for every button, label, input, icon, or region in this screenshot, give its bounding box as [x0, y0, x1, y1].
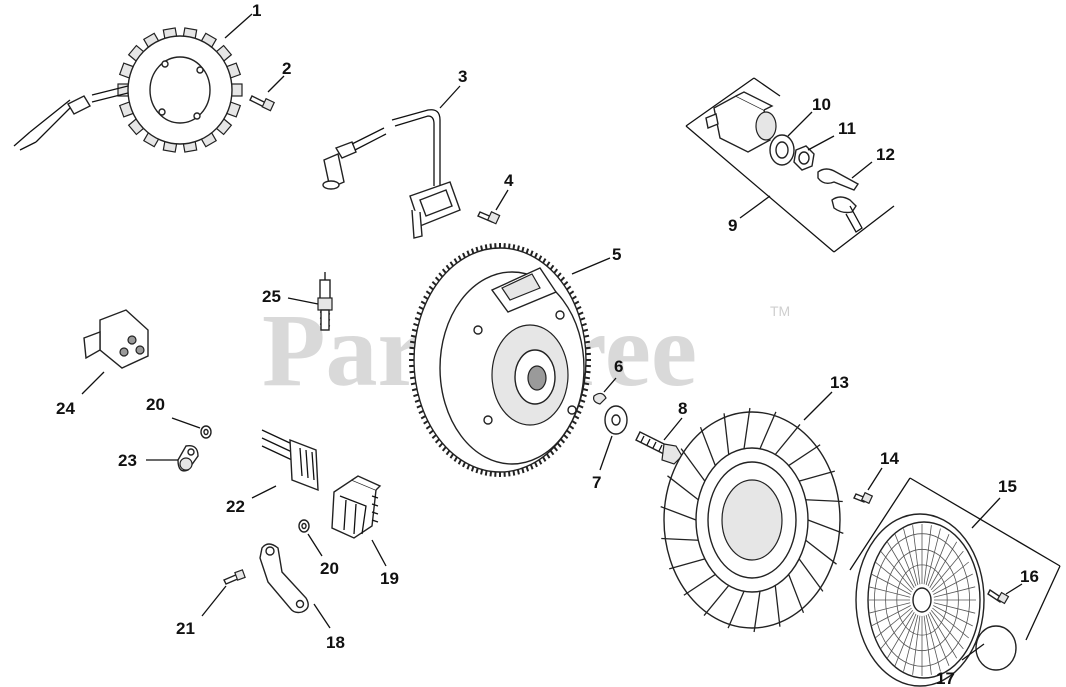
callout-20-upper[interactable]: 20 [146, 395, 165, 414]
callout-11[interactable]: 11 [838, 119, 856, 138]
callout-5[interactable]: 5 [612, 245, 621, 264]
part-wiring-harness[interactable] [261, 429, 319, 492]
watermark-trademark: TM [770, 303, 790, 319]
part-fan[interactable] [660, 407, 844, 633]
part-keyswitch-kit[interactable] [685, 77, 895, 253]
callout-23[interactable]: 23 [118, 451, 137, 470]
part-screw-21[interactable] [223, 569, 246, 585]
part-washer-20b[interactable] [298, 519, 310, 533]
callout-19[interactable]: 19 [380, 569, 399, 588]
callout-24[interactable]: 24 [56, 399, 75, 418]
callout-17[interactable]: 17 [936, 669, 955, 687]
part-screw-4[interactable] [477, 210, 501, 225]
callout-labels: 1 2 3 4 5 6 7 8 9 10 11 12 13 14 15 16 1… [56, 1, 1039, 687]
part-rectifier[interactable] [331, 475, 382, 539]
part-washer-20a[interactable] [200, 425, 212, 439]
part-flywheel-bolt[interactable] [635, 431, 683, 465]
part-screw-2[interactable] [249, 95, 276, 112]
callout-25[interactable]: 25 [262, 287, 281, 306]
part-stator[interactable] [13, 27, 243, 153]
callout-10[interactable]: 10 [812, 95, 831, 114]
part-flywheel[interactable] [409, 243, 591, 477]
callout-7[interactable]: 7 [592, 473, 601, 492]
callout-13[interactable]: 13 [830, 373, 849, 392]
callout-15[interactable]: 15 [998, 477, 1017, 496]
part-washer-7[interactable] [604, 405, 628, 435]
callout-9[interactable]: 9 [728, 216, 737, 235]
callout-3[interactable]: 3 [458, 67, 467, 86]
callout-2[interactable]: 2 [282, 59, 291, 78]
callout-4[interactable]: 4 [504, 171, 514, 190]
part-spark-plug[interactable] [317, 272, 333, 331]
part-ignition-module[interactable] [322, 109, 461, 239]
part-screw-14[interactable] [853, 491, 874, 505]
callout-6[interactable]: 6 [614, 357, 623, 376]
callout-12[interactable]: 12 [876, 145, 895, 164]
callout-18[interactable]: 18 [326, 633, 345, 652]
callout-14[interactable]: 14 [880, 449, 899, 468]
leader-lines [81, 13, 1023, 661]
part-connector[interactable] [83, 309, 149, 369]
callout-1[interactable]: 1 [252, 1, 261, 20]
part-key[interactable] [593, 392, 607, 405]
part-clip[interactable] [177, 445, 199, 472]
callout-22[interactable]: 22 [226, 497, 245, 516]
part-screen-kit[interactable] [849, 477, 1061, 687]
callout-21[interactable]: 21 [176, 619, 195, 638]
callout-8[interactable]: 8 [678, 399, 687, 418]
callout-20-lower[interactable]: 20 [320, 559, 339, 578]
callout-16[interactable]: 16 [1020, 567, 1039, 586]
part-bracket[interactable] [259, 543, 309, 614]
